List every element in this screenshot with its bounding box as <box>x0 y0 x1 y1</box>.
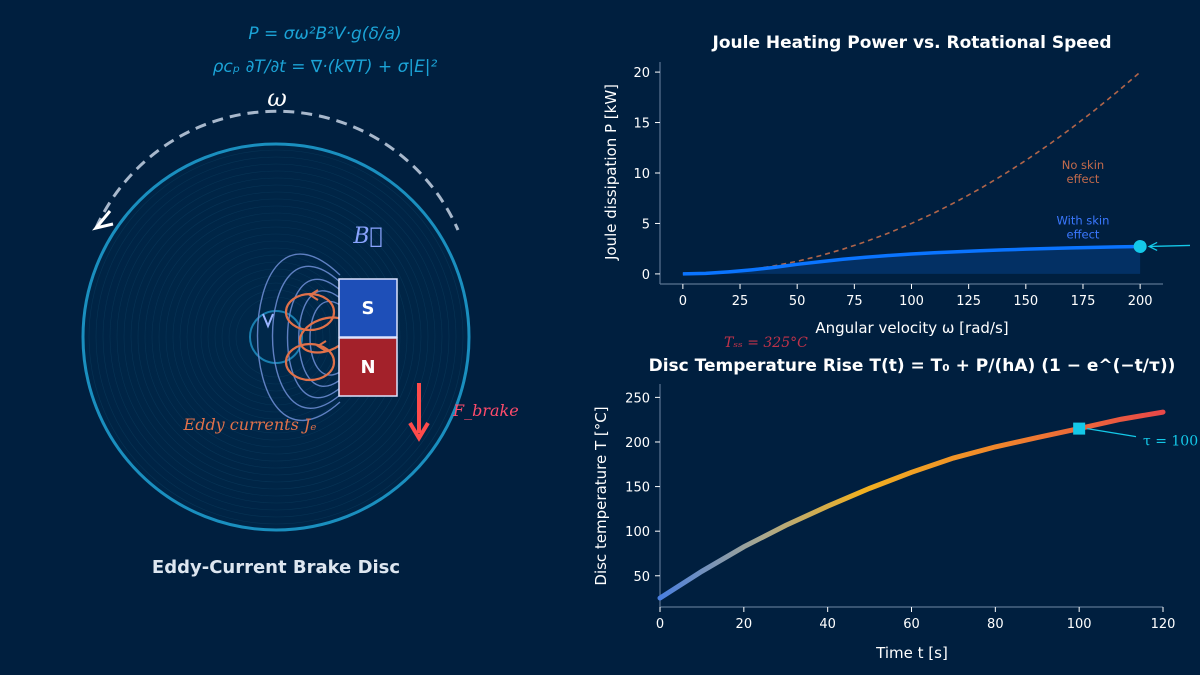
magnet-south-label: S <box>362 298 375 319</box>
temperature-chart: Disc Temperature Rise T(t) = T₀ + P/(hA)… <box>592 356 1198 662</box>
series-area-with-skin-effect <box>682 246 1141 274</box>
y-tick-label: 20 <box>633 66 650 81</box>
magnetic-field-lines <box>256 253 341 421</box>
tau-pointer-arrow-icon <box>1087 427 1137 438</box>
disc-ring <box>214 275 338 399</box>
diagram-title: Eddy-Current Brake Disc <box>152 557 400 578</box>
magnet-north <box>338 337 398 397</box>
x-tick-label: 125 <box>956 294 981 309</box>
power-chart: Joule Heating Power vs. Rotational Speed… <box>602 33 1191 337</box>
x-tick-label: 20 <box>736 617 753 632</box>
x-tick-label: 200 <box>1128 294 1153 309</box>
y-tick-label: 10 <box>633 167 650 182</box>
power-equation: P = σω²B²V·g(δ/a) <box>248 24 401 44</box>
disc-ring <box>151 212 401 462</box>
x-tick-label: 100 <box>899 294 924 309</box>
series-line-temperature <box>657 409 1166 601</box>
y-tick-label: 50 <box>633 570 650 585</box>
y-tick-label: 0 <box>642 268 650 283</box>
x-tick-label: 40 <box>819 617 836 632</box>
steady-state-label: Tₛₛ = 325°C <box>724 335 808 351</box>
power-chart-xlabel: Angular velocity ω [rad/s] <box>815 319 1008 337</box>
y-tick-label: 200 <box>625 436 650 451</box>
brake-disc <box>81 142 471 532</box>
eddy-arrow-icon <box>308 289 319 301</box>
temperature-chart-xlabel: Time t [s] <box>875 644 948 662</box>
disc-ring <box>144 205 408 469</box>
x-tick-label: 100 <box>1067 617 1092 632</box>
disc-ring <box>228 289 324 385</box>
magnet: S N <box>338 278 398 397</box>
disc-ring <box>235 296 317 378</box>
brake-label: F_brake <box>452 401 519 420</box>
eddy-label: Eddy currents Jₑ <box>183 415 317 434</box>
y-tick-label: 15 <box>633 117 650 132</box>
disc-ring <box>137 198 415 476</box>
power-chart-title: Joule Heating Power vs. Rotational Speed <box>712 33 1112 53</box>
series-line-with-skin-effect <box>682 244 1141 276</box>
magnet-north-label: N <box>360 357 375 378</box>
x-tick-label: 80 <box>987 617 1004 632</box>
disc-hub <box>249 310 303 364</box>
marker-pointer-head-icon <box>1147 241 1158 252</box>
y-tick-label: 100 <box>625 525 650 540</box>
tau-marker <box>1073 422 1086 435</box>
brake-diagram: P = σω²B²V·g(δ/a) ρcₚ ∂T/∂t = ∇·(k∇T) + … <box>81 24 808 578</box>
power-chart-ylabel: Joule dissipation P [kW] <box>602 84 620 261</box>
magnet-south <box>338 278 398 338</box>
tau-label: τ = 100 <box>1143 434 1198 450</box>
disc-ring <box>95 156 457 518</box>
field-arrow-icon <box>262 313 274 329</box>
force-arrowhead-icon <box>408 421 430 442</box>
x-tick-label: 150 <box>1013 294 1038 309</box>
y-tick-label: 150 <box>625 481 650 496</box>
x-tick-label: 175 <box>1071 294 1096 309</box>
x-tick-label: 50 <box>789 294 806 309</box>
x-tick-label: 75 <box>846 294 863 309</box>
rotation-arrow-icon <box>94 109 460 231</box>
disc-ring <box>221 282 331 392</box>
omega-label: ω <box>267 84 287 112</box>
marker-pointer-arrow-icon <box>1150 244 1191 248</box>
disc-ring <box>116 177 436 497</box>
x-tick-label: 120 <box>1151 617 1176 632</box>
disc-ring <box>88 149 464 525</box>
y-tick-label: 5 <box>642 217 650 232</box>
field-label: B⃗ <box>352 224 382 249</box>
eddy-arrow-icon-2 <box>316 340 327 352</box>
disc-ring <box>109 170 443 504</box>
x-tick-label: 0 <box>656 617 664 632</box>
disc-ring <box>130 191 422 483</box>
heat-equation: ρcₚ ∂T/∂t = ∇·(k∇T) + σ|E|² <box>213 57 438 77</box>
disc-ring <box>102 163 450 511</box>
rotation-arrowhead-icon <box>92 210 114 231</box>
x-tick-label: 25 <box>732 294 749 309</box>
temperature-chart-ylabel: Disc temperature T [°C] <box>592 406 610 585</box>
power-marker <box>1133 239 1147 253</box>
x-tick-label: 0 <box>679 294 687 309</box>
disc-ring <box>123 184 429 490</box>
temperature-chart-title: Disc Temperature Rise T(t) = T₀ + P/(hA)… <box>649 356 1176 376</box>
y-tick-label: 250 <box>625 391 650 406</box>
x-tick-label: 60 <box>903 617 920 632</box>
